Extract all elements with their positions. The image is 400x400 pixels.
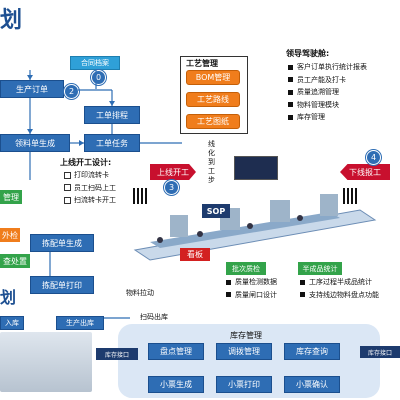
step-2-badge: 2	[64, 84, 79, 99]
prod-out-box[interactable]: 生产出库	[56, 316, 104, 330]
online-design-item: 打印流转卡	[64, 169, 116, 182]
kanban-label[interactable]: 看板	[180, 248, 210, 261]
semi-item: 支持线边物料盘点功能	[300, 289, 379, 302]
quality-item: 质量检测数据	[226, 276, 277, 289]
start-work-tag[interactable]: 上线开工	[150, 164, 196, 180]
inventory-title: 库存管理	[230, 331, 262, 340]
online-design-title: 上线开工设计:	[60, 158, 112, 167]
cockpit-item: 库存管理	[288, 111, 367, 124]
right-inventory-port[interactable]: 库存接口	[360, 346, 400, 358]
monitor-screen	[234, 156, 278, 180]
online-design-list: 打印流转卡 员工扫码上工 扫流转卡开工	[64, 169, 116, 207]
page-title: 划	[0, 8, 23, 33]
batch-inspection-tag[interactable]: 批次质检	[226, 262, 266, 275]
stocktake-button[interactable]: 盘点管理	[148, 343, 204, 360]
semi-item: 工序过程半成品统计	[300, 276, 379, 289]
contract-archive-box[interactable]: 合同档案	[70, 56, 120, 70]
picking-gen-box[interactable]: 拣配单生成	[30, 234, 94, 252]
quality-list: 质量检测数据 质量闸口设计	[226, 276, 277, 301]
receipt-confirm-button[interactable]: 小票确认	[284, 376, 340, 393]
left-tag-dispose[interactable]: 查处置	[0, 254, 30, 268]
big-left-char: 划	[0, 288, 17, 307]
scan-out-label: 扫码出库	[140, 313, 168, 321]
quality-item: 质量闸口设计	[226, 289, 277, 302]
qr-code	[343, 188, 359, 204]
left-tag-manage[interactable]: 管理	[0, 190, 22, 204]
sop-label[interactable]: SOP	[202, 204, 230, 218]
semi-stats-tag[interactable]: 半成品统计	[298, 262, 342, 275]
picking-print-box[interactable]: 拣配单打印	[30, 276, 94, 294]
cockpit-item: 员工产能及打卡	[288, 74, 367, 87]
production-order-box[interactable]: 生产订单	[0, 80, 64, 98]
qr-code	[133, 188, 149, 204]
material-note-box[interactable]: 领料单生成	[0, 134, 70, 152]
vertical-label: 线化到工步	[208, 140, 215, 184]
cockpit-item: 质量追溯管理	[288, 86, 367, 99]
online-design-item: 员工扫码上工	[64, 182, 116, 195]
semi-list: 工序过程半成品统计 支持线边物料盘点功能	[300, 276, 379, 301]
receipt-print-button[interactable]: 小票打印	[216, 376, 272, 393]
in-stock-box[interactable]: 入库	[0, 316, 24, 330]
work-scheduling-box[interactable]: 工单排程	[84, 106, 140, 124]
step-4-badge: 4	[366, 150, 381, 165]
leader-cockpit-list: 客户订单执行统计报表 员工产能及打卡 质量追溯管理 物料管理模块 库存管理	[288, 61, 367, 124]
factory-line-illustration	[130, 180, 380, 265]
online-design-item: 扫流转卡开工	[64, 194, 116, 207]
left-tag-external[interactable]: 外检	[0, 228, 20, 242]
leader-cockpit-title: 领导驾驶舱:	[286, 49, 330, 58]
work-task-box[interactable]: 工单任务	[84, 134, 140, 152]
process-drawing-button[interactable]: 工艺图纸	[186, 114, 240, 129]
inventory-query-button[interactable]: 库存查询	[284, 343, 340, 360]
offline-finish-tag[interactable]: 下线报工	[340, 164, 390, 180]
receipt-gen-button[interactable]: 小票生成	[148, 376, 204, 393]
transfer-button[interactable]: 调拨管理	[216, 343, 272, 360]
cockpit-item: 物料管理模块	[288, 99, 367, 112]
cockpit-item: 客户订单执行统计报表	[288, 61, 367, 74]
step-3-badge: 3	[164, 180, 179, 195]
step-0-badge: 0	[91, 70, 106, 85]
bom-mgmt-button[interactable]: BOM管理	[186, 70, 240, 85]
left-inventory-port[interactable]: 库存接口	[96, 348, 138, 360]
process-mgmt-title: 工艺管理	[186, 59, 218, 68]
warehouse-illustration	[0, 332, 92, 392]
material-pull-label: 物料拉动	[126, 289, 154, 297]
process-route-button[interactable]: 工艺路线	[186, 92, 240, 107]
